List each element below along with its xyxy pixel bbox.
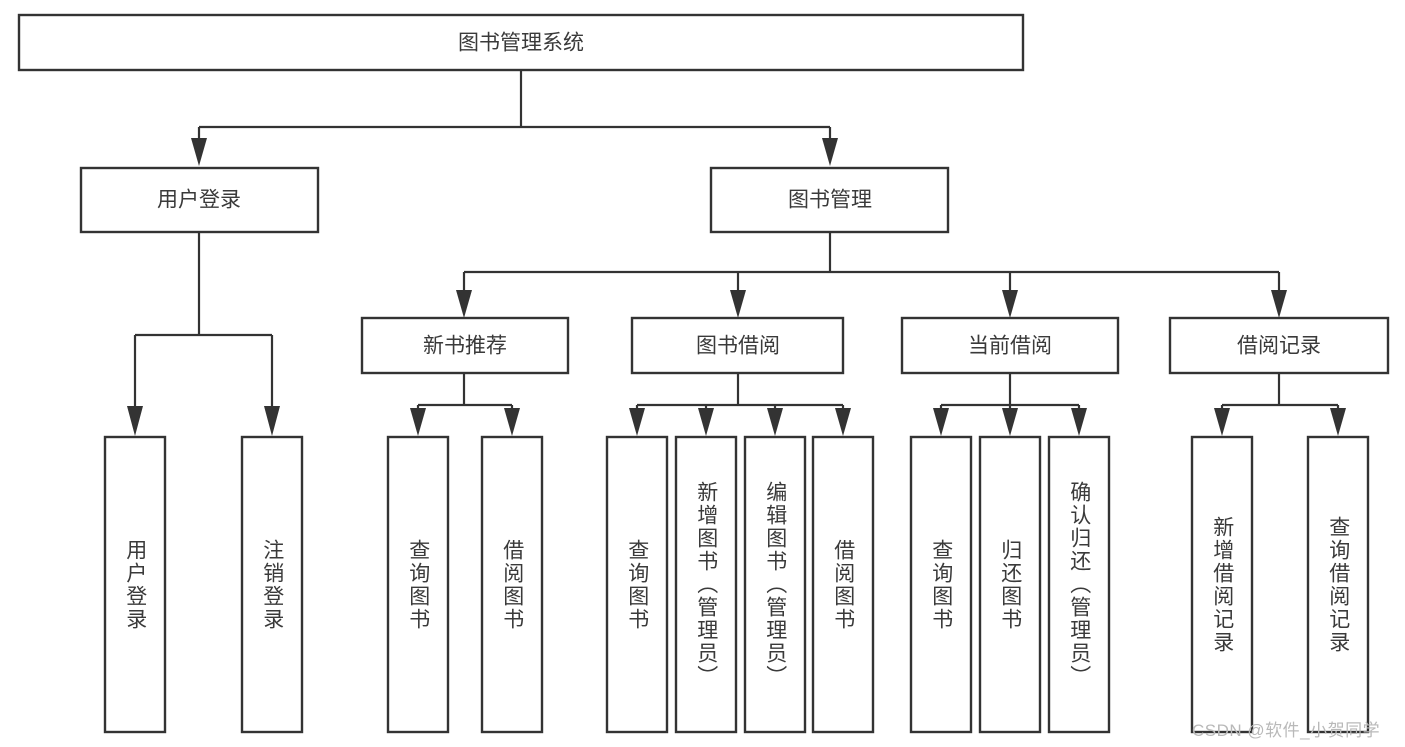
node-leaf-add-record-label: 新增借阅记录 [1210, 515, 1234, 654]
arrow-head-leaf-query-record [1330, 408, 1346, 436]
node-user-login[interactable] [79, 166, 320, 234]
node-leaf-add-book[interactable] [674, 435, 738, 734]
node-root[interactable] [17, 13, 1025, 72]
arrow-head-leaf-confirm-return [1071, 408, 1087, 436]
arrow-head-leaf-return-book [1002, 408, 1018, 436]
node-leaf-borrow-book-2-label: 借阅图书 [831, 538, 855, 631]
node-leaf-query-record[interactable] [1306, 435, 1370, 734]
node-new-book-recommend-label: 新书推荐 [423, 335, 507, 358]
node-leaf-user-logout[interactable] [240, 435, 304, 734]
node-leaf-query-book-2-label: 查询图书 [625, 538, 649, 631]
arrow-head-new-book-recommend [456, 290, 472, 318]
node-leaf-add-record[interactable] [1190, 435, 1254, 734]
node-leaf-user-login-label: 用户登录 [123, 538, 147, 631]
arrow-head-leaf-query-book-2 [629, 408, 645, 436]
arrow-head-book-management [822, 138, 838, 166]
node-leaf-user-login[interactable] [103, 435, 167, 734]
node-leaf-edit-book-label: 编辑图书（管理员） [763, 481, 787, 688]
node-leaf-query-book-1[interactable] [386, 435, 450, 734]
connector-layer [127, 70, 1346, 436]
node-new-book-recommend[interactable] [360, 316, 570, 375]
node-book-borrow-label: 图书借阅 [696, 335, 780, 358]
node-borrow-record-label: 借阅记录 [1237, 335, 1321, 358]
node-borrow-record[interactable] [1168, 316, 1390, 375]
csdn-watermark: CSDN @软件_小贺同学 [1192, 721, 1381, 740]
node-leaf-borrow-book-1[interactable] [480, 435, 544, 734]
node-leaf-query-record-label: 查询借阅记录 [1326, 515, 1350, 654]
node-leaf-confirm-return[interactable] [1047, 435, 1111, 734]
node-book-borrow[interactable] [630, 316, 845, 375]
node-book-management-label: 图书管理 [788, 189, 872, 212]
node-current-borrow[interactable] [900, 316, 1120, 375]
arrow-head-leaf-query-book-3 [933, 408, 949, 436]
node-leaf-query-book-2[interactable] [605, 435, 669, 734]
node-leaf-query-book-3-label: 查询图书 [929, 538, 953, 631]
arrow-head-leaf-user-logout [264, 406, 280, 436]
arrow-head-leaf-add-record [1214, 408, 1230, 436]
node-leaf-query-book-1-label: 查询图书 [406, 538, 430, 631]
node-leaf-user-logout-label: 注销登录 [260, 538, 284, 631]
arrow-head-leaf-borrow-book-1 [504, 408, 520, 436]
node-current-borrow-label: 当前借阅 [968, 335, 1052, 358]
node-leaf-borrow-book-2[interactable] [811, 435, 875, 734]
node-book-management[interactable] [709, 166, 950, 234]
node-root-label: 图书管理系统 [458, 32, 584, 55]
node-leaf-add-book-label: 新增图书（管理员） [694, 481, 718, 688]
arrow-head-borrow-record [1271, 290, 1287, 318]
arrow-head-user-login [191, 138, 207, 166]
node-leaf-confirm-return-label: 确认归还（管理员） [1067, 481, 1091, 688]
arrow-head-book-borrow [730, 290, 746, 318]
node-leaf-return-book-label: 归还图书 [998, 538, 1022, 631]
node-leaf-borrow-book-1-label: 借阅图书 [500, 538, 524, 631]
node-leaf-return-book[interactable] [978, 435, 1042, 734]
node-user-login-label: 用户登录 [157, 189, 241, 212]
arrow-head-leaf-query-book-1 [410, 408, 426, 436]
arrow-head-current-borrow [1002, 290, 1018, 318]
node-leaf-edit-book[interactable] [743, 435, 807, 734]
node-leaf-query-book-3[interactable] [909, 435, 973, 734]
node-layer: 图书管理系统 用户登录 图书管理 新书推荐 图书借阅 当前借阅 借阅记录 [17, 13, 1390, 734]
arrow-head-leaf-add-book [698, 408, 714, 436]
arrow-head-leaf-borrow-book-2 [835, 408, 851, 436]
arrow-head-leaf-user-login [127, 406, 143, 436]
arrow-head-leaf-edit-book [767, 408, 783, 436]
